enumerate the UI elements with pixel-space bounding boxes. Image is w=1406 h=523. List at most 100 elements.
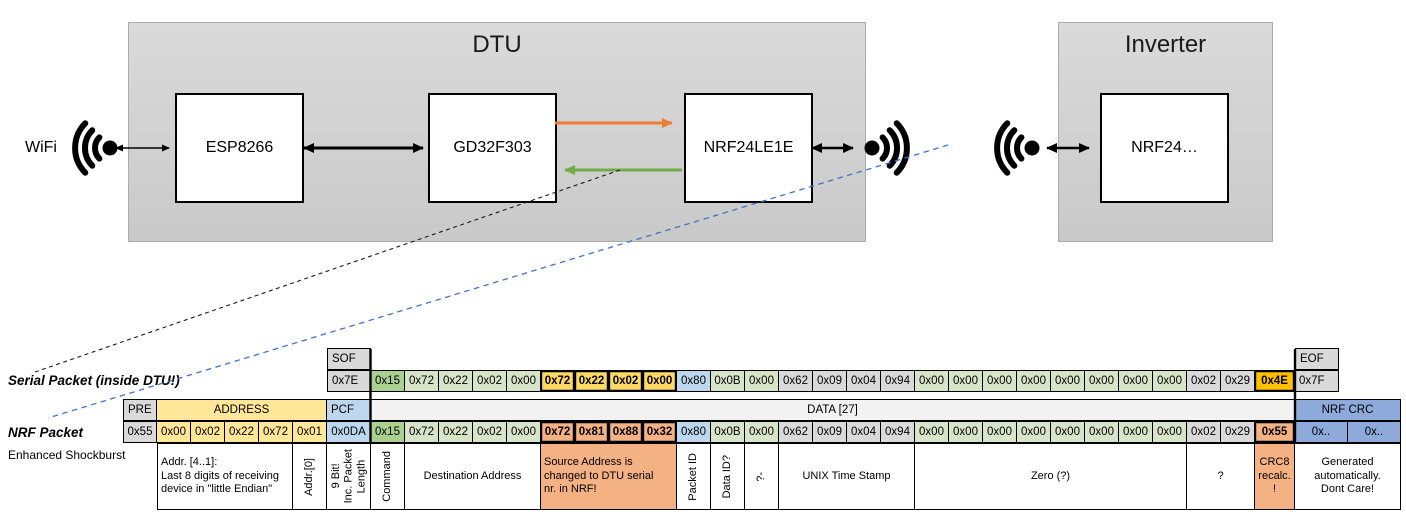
serial-byte-cell: 0x00 bbox=[949, 370, 983, 392]
nrf-data-byte: 0x22 bbox=[439, 421, 473, 443]
chip-nrf24-inverter: NRF24… bbox=[1100, 93, 1229, 203]
dtu-title: DTU bbox=[472, 31, 522, 58]
serial-byte-cell: 0x00 bbox=[1085, 370, 1119, 392]
annotation-cell: Zero (?) bbox=[915, 443, 1187, 510]
annotation-cell: Data ID? bbox=[711, 443, 745, 510]
serial-byte-cell: 0x00 bbox=[1153, 370, 1187, 392]
nrf-packet-annotation-row: Addr. [4..1]: Last 8 digits of receiving… bbox=[157, 443, 1401, 510]
serial-byte-cell: 0x00 bbox=[983, 370, 1017, 392]
nrf-data-byte: 0x00 bbox=[1119, 421, 1153, 443]
nrf-address-byte: 0x22 bbox=[225, 421, 259, 443]
serial-byte-cell: 0x72 bbox=[541, 370, 575, 392]
annotation-cell: Source Address is changed to DTU serial … bbox=[541, 443, 677, 510]
inverter-title: Inverter bbox=[1124, 31, 1207, 58]
annotation-cell: Destination Address bbox=[405, 443, 541, 510]
radio-icon-inverter bbox=[997, 123, 1039, 172]
nrf-data-byte: 0x88 bbox=[609, 421, 643, 443]
wifi-icon bbox=[75, 123, 117, 172]
serial-sof-header: SOF bbox=[327, 348, 371, 370]
nrf-data-byte: 0x00 bbox=[745, 421, 779, 443]
serial-eof-header: EOF bbox=[1295, 348, 1339, 370]
nrf-data-byte: 0x02 bbox=[1187, 421, 1221, 443]
serial-byte-cell: 0x00 bbox=[1119, 370, 1153, 392]
wifi-label: WiFi bbox=[25, 139, 57, 156]
annotation-cell: ?- bbox=[745, 443, 779, 510]
nrf-header-pcf: PCF bbox=[327, 399, 371, 421]
chip-esp8266: ESP8266 bbox=[175, 93, 304, 203]
nrf-packet-sublabel: Enhanced Shockburst bbox=[8, 448, 126, 462]
chip-nrf24le1e: NRF24LE1E bbox=[684, 93, 813, 203]
nrf-data-byte: 0x00 bbox=[983, 421, 1017, 443]
annotation-cell: CRC8 recalc. ! bbox=[1255, 443, 1295, 510]
nrf-header-addr: ADDRESS bbox=[157, 399, 327, 421]
serial-eof-byte: 0x7F bbox=[1295, 370, 1339, 392]
serial-byte-cell: 0x00 bbox=[915, 370, 949, 392]
annotation-cell: Addr. [4..1]: Last 8 digits of receiving… bbox=[157, 443, 293, 510]
serial-byte-cell: 0x62 bbox=[779, 370, 813, 392]
annotation-cell: Packet ID bbox=[677, 443, 711, 510]
nrf-data-byte: 0x00 bbox=[1051, 421, 1085, 443]
serial-byte-cell: 0x22 bbox=[439, 370, 473, 392]
nrf-pcf-byte: 0x0DA bbox=[327, 421, 371, 443]
serial-packet-label: Serial Packet (inside DTU!) bbox=[8, 373, 180, 388]
nrf-data-byte: 0x00 bbox=[1085, 421, 1119, 443]
serial-byte-cell: 0x00 bbox=[507, 370, 541, 392]
serial-byte-cell: 0x02 bbox=[609, 370, 643, 392]
nrf-address-byte: 0x02 bbox=[191, 421, 225, 443]
nrf-address-byte: 0x72 bbox=[259, 421, 293, 443]
nrf-pre-byte: 0x55 bbox=[123, 421, 157, 443]
nrf-packet-label: NRF Packet bbox=[8, 425, 84, 440]
serial-byte-cell: 0x09 bbox=[813, 370, 847, 392]
annotation-cell: 9 Bit! Inc. Packet Length bbox=[327, 443, 371, 510]
annotation-cell: Addr.[0] bbox=[293, 443, 327, 510]
serial-byte-cell: 0x02 bbox=[473, 370, 507, 392]
nrf-data-byte: 0x29 bbox=[1221, 421, 1255, 443]
chip-nrf24-inverter-label: NRF24… bbox=[1131, 139, 1198, 156]
chip-gd32f303-label: GD32F303 bbox=[453, 139, 532, 156]
nrf-data-byte: 0x00 bbox=[949, 421, 983, 443]
nrf-data-byte: 0x80 bbox=[677, 421, 711, 443]
nrf-header-data: DATA [27] bbox=[371, 399, 1295, 421]
serial-sof-byte: 0x7E bbox=[327, 370, 371, 392]
nrf-data-byte: 0x72 bbox=[405, 421, 439, 443]
nrf-crc-byte: 0x.. bbox=[1348, 421, 1401, 443]
chip-nrf24le1e-label: NRF24LE1E bbox=[703, 139, 794, 156]
nrf-data-byte: 0x04 bbox=[847, 421, 881, 443]
chip-esp8266-label: ESP8266 bbox=[205, 139, 274, 156]
annotation-cell: UNIX Time Stamp bbox=[779, 443, 915, 510]
serial-byte-cell: 0x0B bbox=[711, 370, 745, 392]
serial-byte-cell: 0x29 bbox=[1221, 370, 1255, 392]
nrf-address-byte: 0x00 bbox=[157, 421, 191, 443]
annotation-cell: Command bbox=[371, 443, 405, 510]
annotation-cell: ? bbox=[1187, 443, 1255, 510]
nrf-header-pre: PRE bbox=[123, 399, 157, 421]
nrf-data-byte: 0x72 bbox=[541, 421, 575, 443]
serial-byte-cell: 0x00 bbox=[1017, 370, 1051, 392]
nrf-crc-byte: 0x.. bbox=[1295, 421, 1348, 443]
nrf-address-byte: 0x01 bbox=[293, 421, 327, 443]
serial-byte-cell: 0x00 bbox=[745, 370, 779, 392]
nrf-data-byte: 0x00 bbox=[1153, 421, 1187, 443]
nrf-data-byte: 0x15 bbox=[371, 421, 405, 443]
serial-byte-cell: 0x02 bbox=[1187, 370, 1221, 392]
nrf-data-byte: 0x09 bbox=[813, 421, 847, 443]
nrf-data-byte: 0x32 bbox=[643, 421, 677, 443]
nrf-data-byte: 0x81 bbox=[575, 421, 609, 443]
serial-byte-cell: 0x94 bbox=[881, 370, 915, 392]
nrf-data-byte: 0x0B bbox=[711, 421, 745, 443]
nrf-data-byte: 0x02 bbox=[473, 421, 507, 443]
chip-gd32f303: GD32F303 bbox=[428, 93, 557, 203]
nrf-data-byte: 0x00 bbox=[1017, 421, 1051, 443]
serial-byte-cell: 0x04 bbox=[847, 370, 881, 392]
serial-byte-cell: 0x4E bbox=[1255, 370, 1295, 392]
serial-byte-cell: 0x72 bbox=[405, 370, 439, 392]
nrf-data-byte: 0x00 bbox=[915, 421, 949, 443]
radio-icon-dtu bbox=[865, 123, 907, 172]
serial-byte-cell: 0x22 bbox=[575, 370, 609, 392]
nrf-data-byte: 0x55 bbox=[1255, 421, 1295, 443]
serial-byte-cell: 0x80 bbox=[677, 370, 711, 392]
